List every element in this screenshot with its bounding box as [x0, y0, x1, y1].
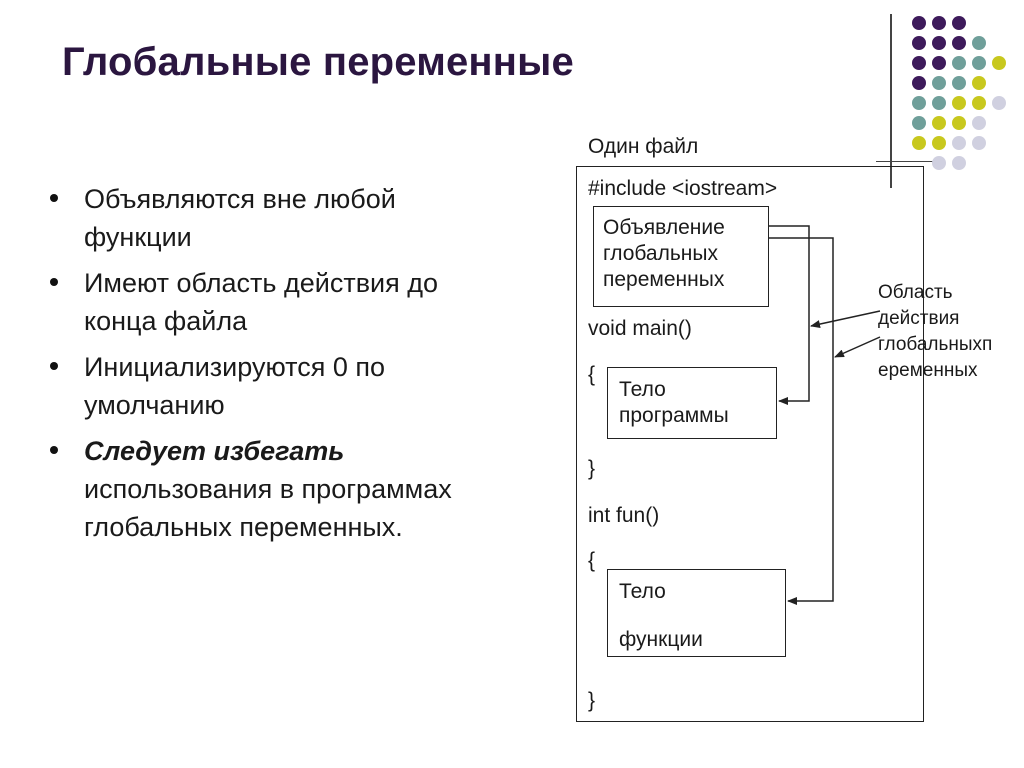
decorative-dot — [972, 96, 986, 110]
fun-signature: int fun() — [588, 504, 660, 527]
file-box — [576, 166, 924, 722]
decorative-dot — [912, 76, 926, 90]
decorative-dot — [932, 156, 946, 170]
bullet-dot-icon — [50, 278, 58, 286]
decorative-dot — [912, 136, 926, 150]
bullet-text: Имеют область действия до конца файла — [84, 268, 439, 336]
global-decl-box: Объявление глобальных переменных — [593, 206, 769, 307]
global-decl-line: глобальных — [603, 242, 718, 265]
decorative-dot — [932, 16, 946, 30]
fun-close-brace: } — [588, 689, 596, 712]
bullet-item: Следует избегать использования в програм… — [44, 432, 464, 546]
bullet-emphasis: Следует избегать — [84, 436, 345, 466]
main-close-brace: } — [588, 457, 596, 480]
decorative-dot — [952, 116, 966, 130]
decorative-dot — [912, 36, 926, 50]
annotation-pointer-fun — [834, 336, 881, 358]
global-decl-line: Объявление — [603, 216, 725, 239]
decorative-dot — [992, 56, 1006, 70]
bullet-text: использования в программах глобальных пе… — [84, 474, 452, 542]
scope-annotation: Область действия глобальныхп еременных — [878, 280, 992, 384]
decorative-dot — [932, 136, 946, 150]
main-body-line: программы — [619, 404, 729, 427]
decorative-dot — [972, 76, 986, 90]
scope-annotation-line: Область — [878, 282, 953, 303]
decorative-dot — [972, 36, 986, 50]
scope-annotation-line: действия — [878, 308, 960, 329]
decorative-dot — [952, 36, 966, 50]
scope-annotation-line: еременных — [878, 360, 978, 381]
decorative-dot — [972, 116, 986, 130]
fun-body-line: функции — [619, 628, 703, 651]
arrow-to-fun-body — [769, 237, 834, 605]
slide-title: Глобальные переменные — [62, 40, 574, 84]
decorative-dot — [952, 56, 966, 70]
decorative-vertical-line — [890, 14, 892, 188]
decorative-dot — [992, 96, 1006, 110]
fun-body-line: Тело — [619, 580, 666, 603]
decorative-dot — [932, 116, 946, 130]
main-signature: void main() — [588, 317, 692, 340]
bullet-list: Объявляются вне любой функции Имеют обла… — [44, 180, 464, 554]
fun-body-box: Тело функции — [607, 569, 786, 657]
decorative-dot — [912, 116, 926, 130]
decorative-horizontal-line — [876, 161, 934, 162]
bullet-dot-icon — [50, 362, 58, 370]
decorative-dot — [952, 16, 966, 30]
file-label: Один файл — [588, 135, 699, 158]
main-body-line: Тело — [619, 378, 666, 401]
decorative-dot — [912, 56, 926, 70]
bullet-text: Инициализируются 0 по умолчанию — [84, 352, 385, 420]
main-body-box: Тело программы — [607, 367, 777, 439]
decorative-dot — [952, 136, 966, 150]
fun-open-brace: { — [588, 549, 596, 572]
annotation-pointer-main — [810, 310, 881, 328]
bullet-dot-icon — [50, 446, 58, 454]
include-line: #include <iostream> — [588, 177, 778, 200]
decorative-dot — [932, 96, 946, 110]
bullet-item: Имеют область действия до конца файла — [44, 264, 464, 340]
decorative-dot — [912, 16, 926, 30]
decorative-dot — [912, 96, 926, 110]
main-open-brace: { — [588, 363, 596, 386]
bullet-text: Объявляются вне любой функции — [84, 184, 396, 252]
decorative-dot — [972, 56, 986, 70]
global-decl-line: переменных — [603, 268, 725, 291]
decorative-dot — [972, 136, 986, 150]
scope-annotation-line: глобальныхп — [878, 334, 993, 355]
decorative-dot — [952, 96, 966, 110]
decorative-dot — [932, 76, 946, 90]
decorative-dot — [952, 76, 966, 90]
decorative-dot — [952, 156, 966, 170]
decorative-dot — [932, 36, 946, 50]
decorative-dot — [932, 56, 946, 70]
arrow-to-main-body — [769, 225, 810, 405]
bullet-item: Инициализируются 0 по умолчанию — [44, 348, 464, 424]
bullet-item: Объявляются вне любой функции — [44, 180, 464, 256]
bullet-dot-icon — [50, 194, 58, 202]
